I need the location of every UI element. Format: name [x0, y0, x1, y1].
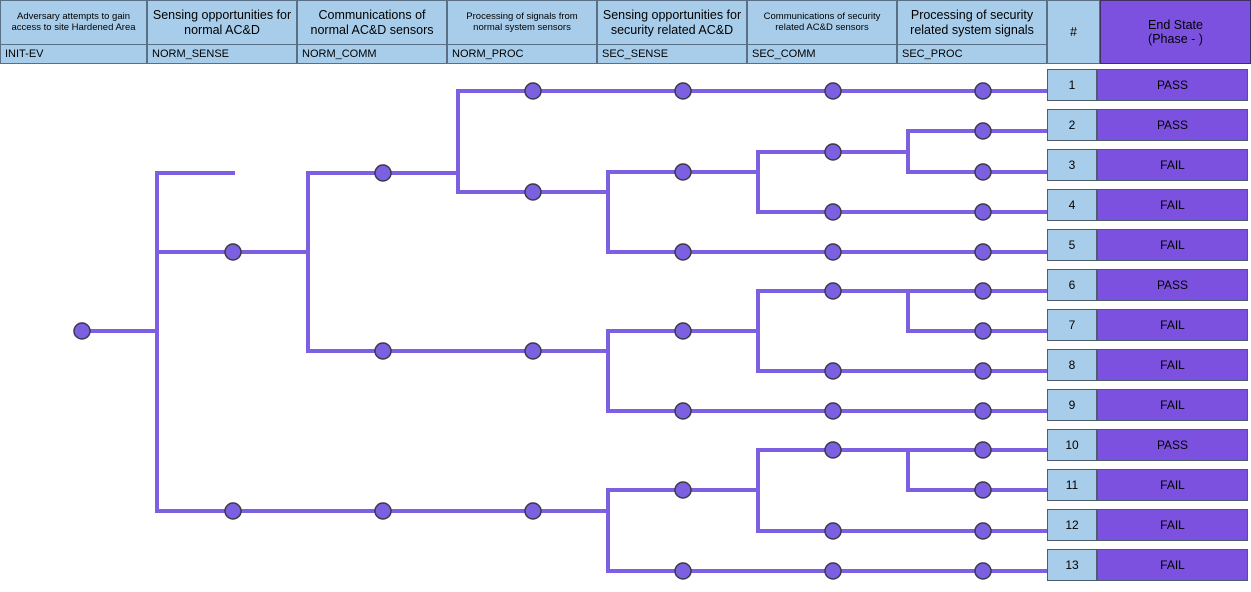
outcome-number[interactable]: 4 [1047, 189, 1097, 221]
branch-node[interactable] [674, 163, 692, 181]
branch-node[interactable] [824, 522, 842, 540]
header-code-sec_proc: SEC_PROC [897, 44, 1047, 64]
event-tree-header: Adversary attempts to gain access to sit… [0, 0, 1251, 64]
outcome-number[interactable]: 6 [1047, 269, 1097, 301]
header-code-init-ev: INIT-EV [0, 44, 147, 64]
branch-node[interactable] [374, 342, 392, 360]
outcome-end-state[interactable]: PASS [1097, 69, 1248, 101]
header-sequence-number: # [1047, 0, 1100, 64]
outcome-end-state[interactable]: FAIL [1097, 389, 1248, 421]
outcome-end-state[interactable]: FAIL [1097, 509, 1248, 541]
branch-node[interactable] [674, 481, 692, 499]
branch-node[interactable] [974, 562, 992, 580]
header-title-norm_comm: Communications of normal AC&D sensors [297, 0, 447, 45]
outcome-number[interactable]: 11 [1047, 469, 1097, 501]
outcome-end-state[interactable]: FAIL [1097, 149, 1248, 181]
branch-node[interactable] [524, 502, 542, 520]
branch-node[interactable] [824, 203, 842, 221]
branch-node[interactable] [974, 322, 992, 340]
header-title-sec_sense: Sensing opportunities for security relat… [597, 0, 747, 45]
header-code-norm_proc: NORM_PROC [447, 44, 597, 64]
outcome-number[interactable]: 3 [1047, 149, 1097, 181]
header-title-norm_proc: Processing of signals from normal system… [447, 0, 597, 45]
branch-node[interactable] [824, 143, 842, 161]
branch-node[interactable] [974, 522, 992, 540]
branch-node[interactable] [674, 322, 692, 340]
outcome-number[interactable]: 12 [1047, 509, 1097, 541]
outcome-number[interactable]: 10 [1047, 429, 1097, 461]
branch-node[interactable] [974, 163, 992, 181]
branch-node[interactable] [674, 562, 692, 580]
branch-node[interactable] [374, 164, 392, 182]
header-title-sec_proc: Processing of security related system si… [897, 0, 1047, 45]
branch-node[interactable] [974, 402, 992, 420]
outcome-end-state[interactable]: FAIL [1097, 229, 1248, 261]
outcome-end-state[interactable]: FAIL [1097, 349, 1248, 381]
outcome-end-state[interactable]: FAIL [1097, 469, 1248, 501]
branch-node[interactable] [674, 402, 692, 420]
outcome-end-state[interactable]: PASS [1097, 269, 1248, 301]
branch-node[interactable] [524, 183, 542, 201]
branch-node[interactable] [224, 502, 242, 520]
header-end-state-line1: End State [1148, 17, 1203, 32]
branch-node[interactable] [524, 82, 542, 100]
outcome-number[interactable]: 9 [1047, 389, 1097, 421]
branch-node[interactable] [824, 441, 842, 459]
branch-nodes [73, 82, 992, 580]
outcome-number[interactable]: 1 [1047, 69, 1097, 101]
header-end-state-line2: (Phase - ) [1148, 32, 1203, 46]
branch-node[interactable] [374, 502, 392, 520]
branch-node[interactable] [73, 322, 91, 340]
branch-lines [80, 89, 1047, 573]
branch-node[interactable] [974, 243, 992, 261]
branch-node[interactable] [974, 362, 992, 380]
branch-node[interactable] [524, 342, 542, 360]
branch-node[interactable] [824, 362, 842, 380]
branch-node[interactable] [824, 562, 842, 580]
branch-node[interactable] [974, 441, 992, 459]
outcome-number[interactable]: 13 [1047, 549, 1097, 581]
header-code-sec_comm: SEC_COMM [747, 44, 897, 64]
branch-node[interactable] [974, 282, 992, 300]
outcome-end-state[interactable]: FAIL [1097, 309, 1248, 341]
branch-node[interactable] [974, 481, 992, 499]
header-code-norm_sense: NORM_SENSE [147, 44, 297, 64]
header-code-sec_sense: SEC_SENSE [597, 44, 747, 64]
branch-node[interactable] [974, 82, 992, 100]
outcome-number[interactable]: 5 [1047, 229, 1097, 261]
branch-node[interactable] [674, 82, 692, 100]
outcome-number[interactable]: 2 [1047, 109, 1097, 141]
outcome-number[interactable]: 7 [1047, 309, 1097, 341]
branch-node[interactable] [674, 243, 692, 261]
branch-node[interactable] [224, 243, 242, 261]
outcome-end-state[interactable]: PASS [1097, 429, 1248, 461]
header-end-state: End State(Phase - ) [1100, 0, 1251, 64]
branch-node[interactable] [824, 82, 842, 100]
outcome-number[interactable]: 8 [1047, 349, 1097, 381]
branch-node[interactable] [974, 122, 992, 140]
header-code-norm_comm: NORM_COMM [297, 44, 447, 64]
branch-node[interactable] [974, 203, 992, 221]
outcome-end-state[interactable]: PASS [1097, 109, 1248, 141]
branch-node[interactable] [824, 402, 842, 420]
branch-node[interactable] [824, 282, 842, 300]
outcome-end-state[interactable]: FAIL [1097, 549, 1248, 581]
branch-node[interactable] [824, 243, 842, 261]
outcome-end-state[interactable]: FAIL [1097, 189, 1248, 221]
header-title-init-ev: Adversary attempts to gain access to sit… [0, 0, 147, 45]
